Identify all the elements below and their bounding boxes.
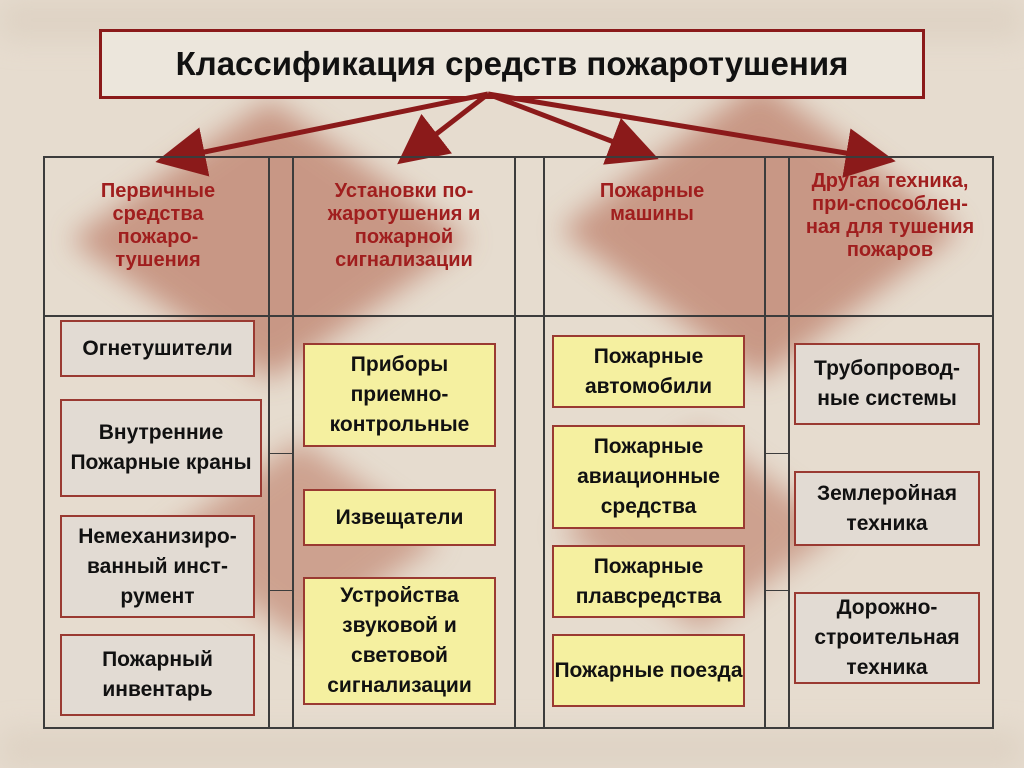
item-fire-inventory: Пожарный инвентарь	[60, 634, 255, 716]
item-watercraft: Пожарные плавсредства	[552, 545, 745, 618]
gap-line-1a	[270, 453, 292, 454]
grid-v6	[788, 156, 790, 729]
item-signaling-devices: Устройства звуковой и световой сигнализа…	[303, 577, 496, 705]
grid-v5	[764, 156, 766, 729]
grid-v4	[543, 156, 545, 729]
header-installations: Установки по-жаротушения и пожарной сигн…	[327, 180, 481, 271]
header-other: Другая техника, при-способлен-ная для ту…	[805, 170, 975, 261]
gap-line-3b	[766, 590, 788, 591]
item-road-construction: Дорожно-строительная техника	[794, 592, 980, 684]
grid-bottom	[43, 727, 994, 729]
item-earthmoving: Землеройная техника	[794, 471, 980, 546]
item-detectors: Извещатели	[303, 489, 496, 546]
grid-v1	[268, 156, 270, 729]
grid-left	[43, 156, 45, 729]
item-pipelines: Трубопровод-ные системы	[794, 343, 980, 425]
item-aviation: Пожарные авиационные средства	[552, 425, 745, 529]
header-machines: Пожарные машины	[599, 180, 705, 225]
grid-right	[992, 156, 994, 729]
grid-v3	[514, 156, 516, 729]
item-internal-hydrants: Внутренние Пожарные краны	[60, 399, 262, 497]
grid-v2	[292, 156, 294, 729]
header-primary: Первичные средства пожаро-тушения	[100, 180, 216, 271]
item-extinguishers: Огнетушители	[60, 320, 255, 377]
item-control-devices: Приборы приемно-контрольные	[303, 343, 496, 447]
gap-line-1b	[270, 590, 292, 591]
grid-top	[43, 156, 994, 158]
grid-header-divider	[43, 315, 994, 317]
item-trains: Пожарные поезда	[552, 634, 745, 707]
item-hand-tools: Немеханизиро-ванный инст-румент	[60, 515, 255, 618]
diagram-title: Классификация средств пожаротушения	[99, 29, 925, 99]
item-fire-trucks: Пожарные автомобили	[552, 335, 745, 408]
gap-line-3a	[766, 453, 788, 454]
